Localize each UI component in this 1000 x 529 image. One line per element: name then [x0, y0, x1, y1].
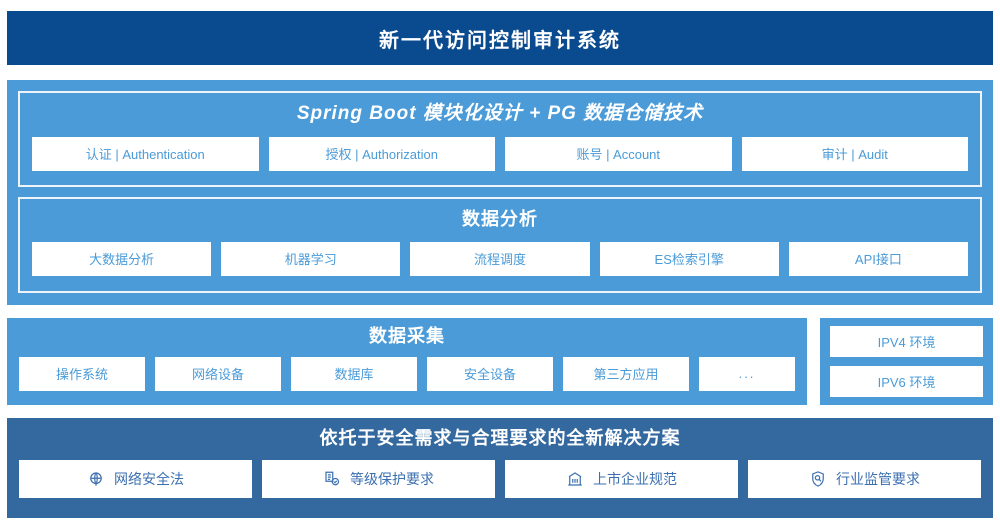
solution-cell-classified-protection[interactable]: 等级保护要求	[262, 459, 495, 498]
analysis-cell-bigdata[interactable]: 大数据分析	[32, 241, 212, 276]
document-check-icon	[323, 470, 341, 488]
analysis-cell-api-interface[interactable]: API接口	[788, 241, 969, 276]
springboot-item-row: 认证 | Authentication 授权 | Authorization 账…	[32, 136, 968, 171]
globe-network-icon	[87, 470, 105, 488]
collection-cell-third-party-app[interactable]: 第三方应用	[563, 356, 689, 391]
data-analysis-group-title: 数据分析	[462, 209, 538, 229]
data-analysis-item-row: 大数据分析 机器学习 流程调度 ES检索引擎 API接口	[32, 241, 969, 276]
data-collection-title: 数据采集	[369, 326, 445, 346]
collection-cell-operating-system[interactable]: 操作系统	[19, 356, 145, 391]
springboot-module-group: Spring Boot 模块化设计 + PG 数据仓储技术 认证 | Authe…	[18, 91, 982, 187]
collection-cell-database[interactable]: 数据库	[291, 356, 417, 391]
bank-building-icon	[566, 470, 584, 488]
shield-search-icon	[809, 470, 827, 488]
solution-label-classified-protection: 等级保护要求	[350, 470, 434, 487]
solution-panel: 依托于安全需求与合理要求的全新解决方案 网络安全法	[7, 418, 993, 518]
data-analysis-group: 数据分析 大数据分析 机器学习 流程调度 ES检索引擎 API接口	[18, 197, 982, 293]
solution-label-industry-regulation: 行业监管要求	[836, 470, 920, 487]
collection-cell-more[interactable]: ...	[699, 356, 795, 391]
module-cell-authorization[interactable]: 授权 | Authorization	[268, 136, 495, 171]
page-title: 新一代访问控制审计系统	[379, 29, 621, 52]
analysis-cell-process-scheduling[interactable]: 流程调度	[410, 241, 590, 276]
analysis-cell-es-search-engine[interactable]: ES检索引擎	[599, 241, 779, 276]
environment-cell-ipv4[interactable]: IPV4 环境	[830, 326, 983, 357]
solution-item-row: 网络安全法 等级保护要求	[19, 459, 981, 498]
springboot-group-title: Spring Boot 模块化设计 + PG 数据仓储技术	[296, 103, 704, 124]
solution-cell-cybersecurity-law[interactable]: 网络安全法	[19, 459, 252, 498]
solution-title: 依托于安全需求与合理要求的全新解决方案	[319, 428, 681, 448]
analysis-cell-machine-learning[interactable]: 机器学习	[221, 241, 401, 276]
module-cell-authentication[interactable]: 认证 | Authentication	[32, 136, 259, 171]
module-cell-audit[interactable]: 审计 | Audit	[741, 136, 968, 171]
solution-cell-industry-regulation[interactable]: 行业监管要求	[748, 459, 981, 498]
solution-label-cybersecurity-law: 网络安全法	[114, 470, 184, 487]
solution-cell-listed-company-norms[interactable]: 上市企业规范	[505, 459, 738, 498]
data-collection-panel: 数据采集 操作系统 网络设备 数据库 安全设备 第三方应用 ...	[7, 318, 807, 405]
environment-cell-ipv6[interactable]: IPV6 环境	[830, 366, 983, 397]
collection-cell-network-device[interactable]: 网络设备	[155, 356, 281, 391]
environment-panel: IPV4 环境 IPV6 环境	[820, 318, 993, 405]
solution-label-listed-company-norms: 上市企业规范	[593, 470, 677, 487]
page-header: 新一代访问控制审计系统	[7, 11, 993, 65]
collection-cell-security-device[interactable]: 安全设备	[427, 356, 553, 391]
module-cell-account[interactable]: 账号 | Account	[505, 136, 732, 171]
data-collection-item-row: 操作系统 网络设备 数据库 安全设备 第三方应用 ...	[19, 356, 795, 391]
